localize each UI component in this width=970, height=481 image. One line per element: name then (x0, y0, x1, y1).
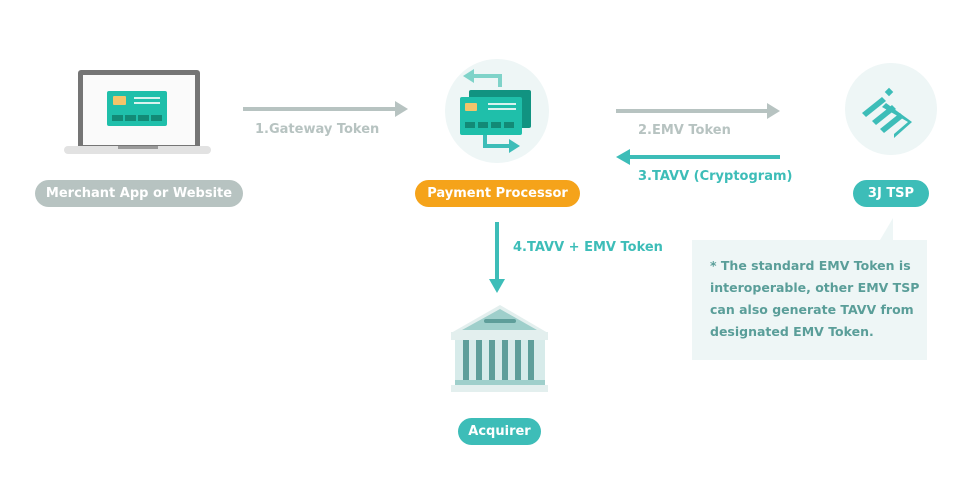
step3-label: 3.TAVV (Cryptogram) (638, 169, 793, 184)
merchant-label: Merchant App or Website (35, 180, 243, 207)
arrow-tavv (616, 149, 780, 165)
arrow-gateway-token (243, 101, 408, 117)
arrow-emv-token (616, 103, 780, 119)
bank-icon (451, 305, 548, 392)
card-exchange-icon (445, 59, 549, 163)
laptop-icon (64, 70, 211, 154)
note-text: * The standard EMV Token is interoperabl… (710, 258, 920, 339)
acquirer-label: Acquirer (458, 418, 541, 445)
arrow-to-acquirer (489, 222, 505, 293)
step4-label: 4.TAVV + EMV Token (513, 240, 663, 255)
note-box (692, 218, 927, 360)
tsp-label: 3J TSP (853, 180, 929, 207)
tsp-logo-icon (845, 63, 937, 155)
processor-label: Payment Processor (415, 180, 580, 207)
step1-label: 1.Gateway Token (255, 122, 380, 137)
step2-label: 2.EMV Token (638, 123, 731, 138)
